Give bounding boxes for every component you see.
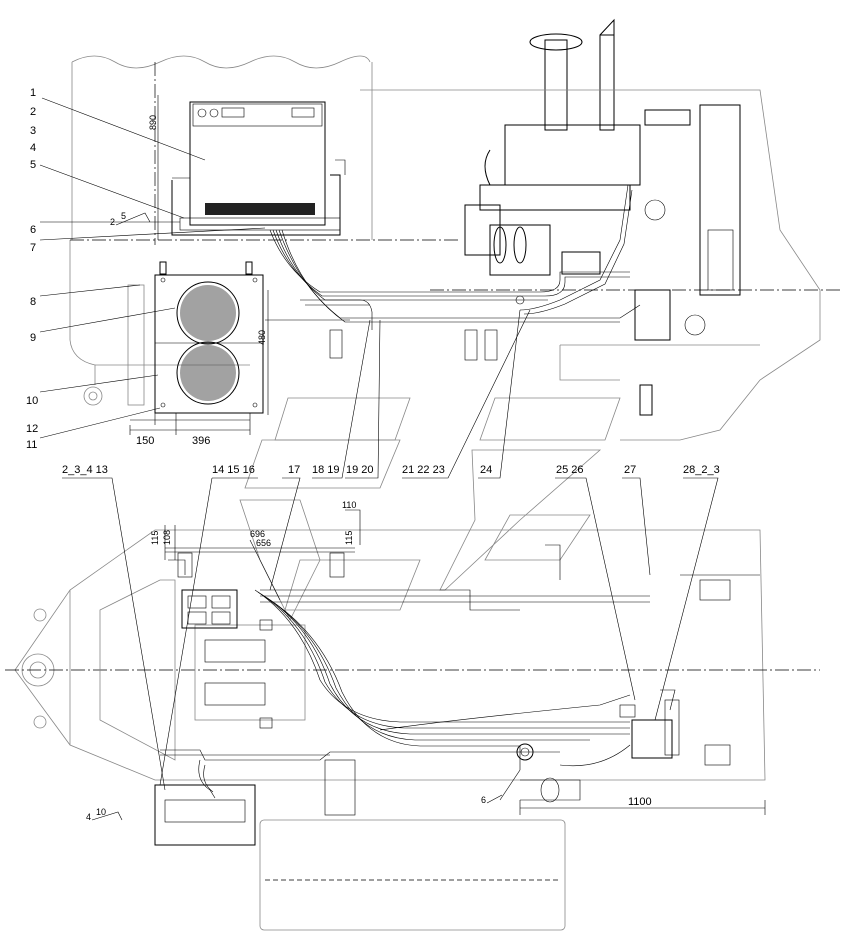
callout-labels-mid: 2_3_4 13 14 15 16 17 18 19 19 20 21 22 2… (62, 464, 720, 476)
hatch-panels (239, 397, 621, 621)
callout-11: 11 (26, 439, 37, 451)
callout-8: 8 (30, 296, 36, 308)
callout-17: 17 (288, 464, 300, 476)
callout-24: 24 (480, 464, 492, 476)
dimension-labels: 150 396 480 890 110 115 108 115 696 656 … (136, 115, 652, 808)
callout-1: 1 (30, 87, 36, 99)
callout-group-21-22-23: 21 22 23 (402, 464, 445, 476)
weld-mark-2b: 10 (96, 807, 106, 817)
callout-27: 27 (624, 464, 636, 476)
engine (360, 18, 840, 441)
dim-115-right: 115 (344, 531, 354, 545)
callout-2: 2 (30, 106, 36, 118)
dimension-lines (129, 95, 766, 815)
weld-arrow-1 (115, 212, 151, 226)
weld-arrow-2 (91, 811, 123, 821)
fan-panel (127, 261, 264, 425)
callout-group-25-26: 25 26 (556, 464, 584, 476)
cab-outline (69, 55, 460, 406)
dim-696: 696 (250, 529, 265, 539)
dim-108: 108 (162, 530, 172, 545)
callout-group-28-2-3: 28_2_3 (683, 464, 720, 476)
hose-bundle-top (265, 184, 641, 361)
weld-symbols: 2 5 4 10 6 (86, 211, 503, 822)
callout-group-18-19: 18 19 (312, 464, 340, 476)
callout-9: 9 (30, 332, 36, 344)
control-box (171, 101, 346, 236)
callout-7: 7 (30, 242, 36, 254)
callout-10: 10 (26, 395, 38, 407)
dim-150: 150 (136, 435, 154, 447)
callout-6: 6 (30, 224, 36, 236)
dim-110: 110 (342, 500, 356, 510)
weld-mark-2: 4 (86, 812, 91, 822)
leader-lines (39, 97, 719, 801)
callout-3: 3 (30, 125, 36, 137)
weld-mark-3: 6 (481, 795, 486, 805)
dim-656: 656 (256, 538, 271, 548)
dim-1100: 1100 (628, 796, 652, 808)
callout-group-14-15-16: 14 15 16 (212, 464, 255, 476)
weld-mark-1b: 5 (121, 211, 126, 221)
weld-mark-1: 2 (110, 217, 115, 227)
callout-4: 4 (30, 142, 36, 154)
callout-group-2-3-4-13: 2_3_4 13 (62, 464, 108, 476)
hose-bundle-bottom (160, 589, 680, 799)
weld-arrow-3 (486, 794, 503, 804)
callout-group-19-20: 19 20 (346, 464, 374, 476)
dim-890: 890 (148, 115, 158, 130)
chassis-plan (5, 529, 820, 931)
dim-115-left: 115 (150, 531, 160, 545)
callout-labels-top: 1 2 3 4 5 6 7 8 9 10 12 11 (26, 87, 38, 451)
callout-5: 5 (30, 159, 36, 171)
dim-480: 480 (257, 330, 267, 345)
callout-12: 12 (26, 423, 38, 435)
dim-396: 396 (192, 435, 210, 447)
